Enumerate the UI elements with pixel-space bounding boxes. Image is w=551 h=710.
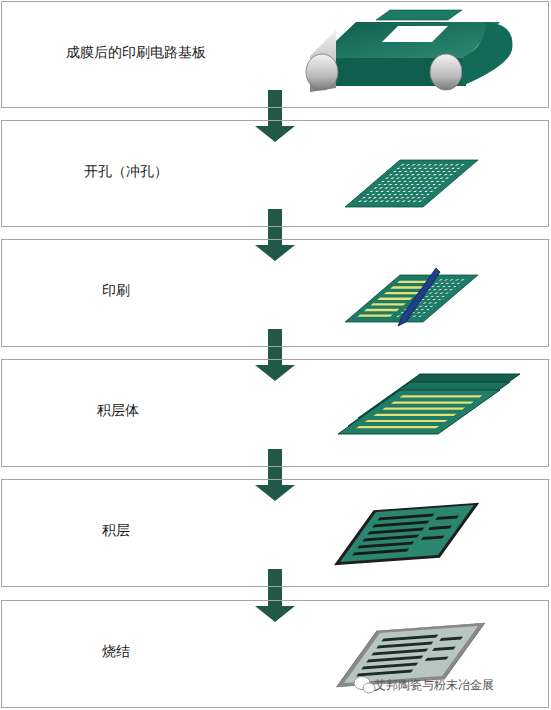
arrow-shape	[255, 329, 295, 381]
laminated-block	[334, 503, 479, 566]
watermark: 艾邦陶瓷与粉末冶金展	[374, 677, 494, 694]
flow-arrow	[255, 449, 295, 501]
flow-arrow	[255, 90, 295, 142]
step-label: 烧结	[102, 643, 130, 661]
step-label: 积层	[102, 522, 130, 540]
flow-arrow	[255, 569, 295, 622]
process-box: 成膜后的印刷电路基板	[1, 1, 549, 108]
process-box: 开孔（冲孔）	[1, 120, 549, 227]
flow-arrow	[255, 209, 295, 261]
process-box: 积层	[1, 479, 549, 587]
process-box: 印刷	[1, 239, 549, 347]
step-label: 积层体	[97, 402, 139, 420]
roller-belt	[306, 10, 512, 92]
squeegee-blade	[398, 268, 440, 326]
wechat-icon	[354, 677, 375, 694]
arrow-shape	[255, 449, 295, 501]
printed-sheet	[345, 275, 478, 322]
sheet-stack	[338, 374, 520, 434]
arrow-shape	[255, 90, 295, 142]
arrow-shape	[255, 569, 295, 622]
step-label: 印刷	[102, 282, 130, 300]
punched-sheet	[345, 160, 478, 207]
step-label: 成膜后的印刷电路基板	[66, 44, 206, 62]
flow-arrow	[255, 329, 295, 381]
process-box: 积层体	[1, 359, 549, 467]
arrow-shape	[255, 209, 295, 261]
step-label: 开孔（冲孔）	[84, 163, 168, 181]
